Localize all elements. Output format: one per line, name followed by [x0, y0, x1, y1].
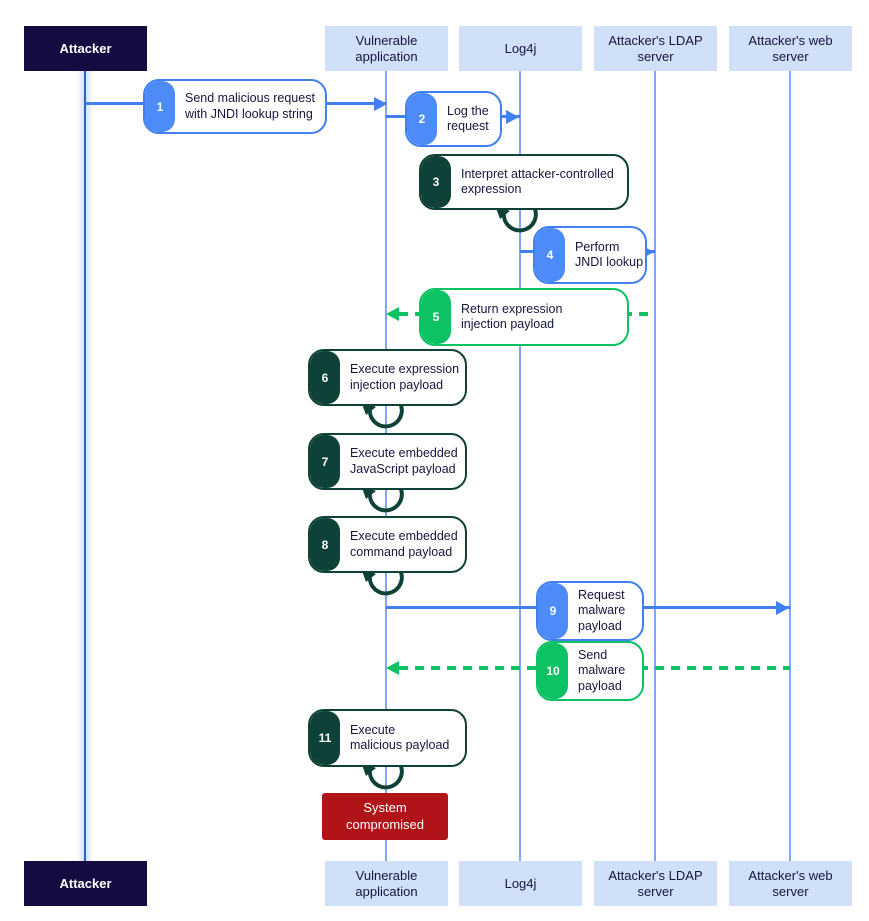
arrow-step-10-head: [386, 661, 399, 675]
step-3-label: Interpret attacker-controlled expression: [461, 166, 614, 196]
step-9-number: 9: [538, 583, 568, 639]
step-10-label: Send malware payload: [578, 648, 626, 693]
arrow-step-9-head: [776, 601, 789, 615]
step-1-label: Send malicious request with JNDI lookup …: [185, 91, 315, 121]
arrow-step-1-head: [374, 97, 387, 111]
header-bottom-log4j: Log4j: [459, 861, 582, 906]
step-8-box: 8 Execute embedded command payload: [308, 516, 467, 573]
header-top-web-server: Attacker's web server: [729, 26, 852, 71]
step-6-label: Execute expression injection payload: [350, 362, 460, 392]
step-4-label: Perform JNDI lookup: [575, 239, 644, 269]
header-bottom-vulnerable-application: Vulnerable application: [325, 861, 448, 906]
header-bottom-ldap-server: Attacker's LDAP server: [594, 861, 717, 906]
step-2-number: 2: [407, 93, 437, 145]
lifeline-web-server: [789, 71, 791, 861]
arrow-step-2-head: [506, 110, 519, 124]
lifeline-log4j: [519, 71, 521, 861]
step-5-label: Return expression injection payload: [461, 301, 563, 331]
header-top-log4j: Log4j: [459, 26, 582, 71]
step-7-box: 7 Execute embedded JavaScript payload: [308, 433, 467, 490]
step-4-number: 4: [535, 228, 565, 282]
step-10-box: 10 Send malware payload: [536, 641, 644, 701]
step-2-box: 2 Log the request: [405, 91, 502, 147]
step-5-box: 5 Return expression injection payload: [419, 288, 629, 346]
step-9-label: Request malware payload: [578, 588, 626, 633]
header-top-ldap-server: Attacker's LDAP server: [594, 26, 717, 71]
step-3-box: 3 Interpret attacker-controlled expressi…: [419, 154, 629, 210]
header-top-attacker: Attacker: [24, 26, 147, 71]
step-4-box: 4 Perform JNDI lookup: [533, 226, 647, 284]
step-11-box: 11 Execute malicious payload: [308, 709, 467, 767]
system-compromised-box: System compromised: [322, 793, 448, 840]
step-7-label: Execute embedded JavaScript payload: [350, 446, 458, 476]
step-7-number: 7: [310, 435, 340, 488]
lifeline-ldap-server: [654, 71, 656, 861]
step-8-label: Execute embedded command payload: [350, 529, 458, 559]
step-9-box: 9 Request malware payload: [536, 581, 644, 641]
header-top-vulnerable-application: Vulnerable application: [325, 26, 448, 71]
step-1-number: 1: [145, 81, 175, 132]
arrow-step-5-head: [386, 307, 399, 321]
step-2-label: Log the request: [447, 103, 489, 133]
step-11-number: 11: [310, 711, 340, 765]
step-8-number: 8: [310, 518, 340, 571]
header-bottom-web-server: Attacker's web server: [729, 861, 852, 906]
step-6-box: 6 Execute expression injection payload: [308, 349, 467, 406]
lifeline-attacker: [84, 71, 86, 861]
step-1-box: 1 Send malicious request with JNDI looku…: [143, 79, 327, 134]
step-6-number: 6: [310, 351, 340, 404]
step-10-number: 10: [538, 643, 568, 699]
step-5-number: 5: [421, 290, 451, 344]
header-bottom-attacker: Attacker: [24, 861, 147, 906]
step-11-label: Execute malicious payload: [350, 722, 450, 752]
step-3-number: 3: [421, 156, 451, 208]
